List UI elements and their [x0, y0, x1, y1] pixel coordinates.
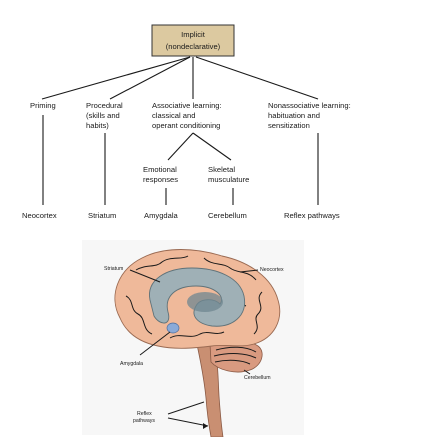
cortex-fold-2: [203, 257, 257, 281]
leader-neocortex: [239, 269, 259, 273]
implicit-memory-subtitle: (nondeclarative): [166, 42, 221, 51]
category-procedural-detail-2: habits): [86, 121, 109, 130]
subcategory-emotional: Emotional: [143, 165, 177, 174]
amygdala: [166, 322, 180, 334]
structure-cerebellum: Cerebellum: [208, 211, 247, 220]
brain-label-cerebellum: Cerebellum: [244, 375, 271, 381]
implicit-memory-box: [151, 24, 235, 57]
category-associative-detail-1: classical and: [152, 111, 195, 120]
implicit-memory-title: Implicit: [181, 30, 206, 39]
structure-amygdala: Amygdala: [144, 211, 179, 220]
brain-label-striatum: Striatum: [104, 266, 123, 272]
leader-striatum: [129, 269, 161, 283]
connector-root-nonassociative: [195, 56, 319, 100]
structure-reflex-pathways: Reflex pathways: [284, 211, 340, 220]
category-priming: Priming: [30, 101, 56, 110]
reflex-arrowhead: [203, 423, 208, 429]
connector-associative-skeletal: [192, 132, 232, 161]
category-associative: Associative learning:: [152, 101, 222, 110]
subcategory-skeletal: Skeletal: [208, 165, 235, 174]
leader-cerebellum: [243, 369, 251, 375]
cortex-fold-4: [125, 295, 153, 335]
brain-label-pathways: pathways: [133, 418, 155, 424]
connector-root-priming: [41, 56, 191, 100]
cortex-fold-5: [169, 331, 225, 339]
structure-neocortex: Neocortex: [22, 211, 57, 220]
striatum-core: [187, 292, 223, 312]
category-procedural-detail-1: (skills and: [86, 111, 120, 120]
cerebellum-folds: [213, 346, 257, 365]
category-nonassociative-detail-2: sensitization: [268, 121, 310, 130]
connector-associative-emotional: [167, 132, 194, 161]
category-nonassociative-detail-1: habituation and: [268, 111, 320, 120]
connector-root-procedural: [109, 56, 191, 100]
brain-label-reflex: Reflex: [137, 411, 152, 417]
leader-reflex: [167, 401, 209, 427]
cortex-fold-3: [253, 291, 263, 335]
brain-illustration: Striatum Neocortex Amygdala Cerebellum R…: [82, 240, 304, 437]
category-procedural: Procedural: [86, 101, 123, 110]
brain-label-amygdala: Amygdala: [120, 361, 143, 367]
subcategory-skeletal-detail: musculature: [208, 175, 249, 184]
subcategory-emotional-detail: responses: [143, 175, 178, 184]
brain-label-neocortex: Neocortex: [260, 267, 284, 273]
category-nonassociative: Nonassociative learning:: [268, 101, 351, 110]
cortex-fold-1: [135, 255, 189, 271]
category-associative-detail-2: operant conditioning: [152, 121, 220, 130]
structure-striatum: Striatum: [88, 211, 116, 220]
leader-amygdala: [139, 331, 171, 356]
